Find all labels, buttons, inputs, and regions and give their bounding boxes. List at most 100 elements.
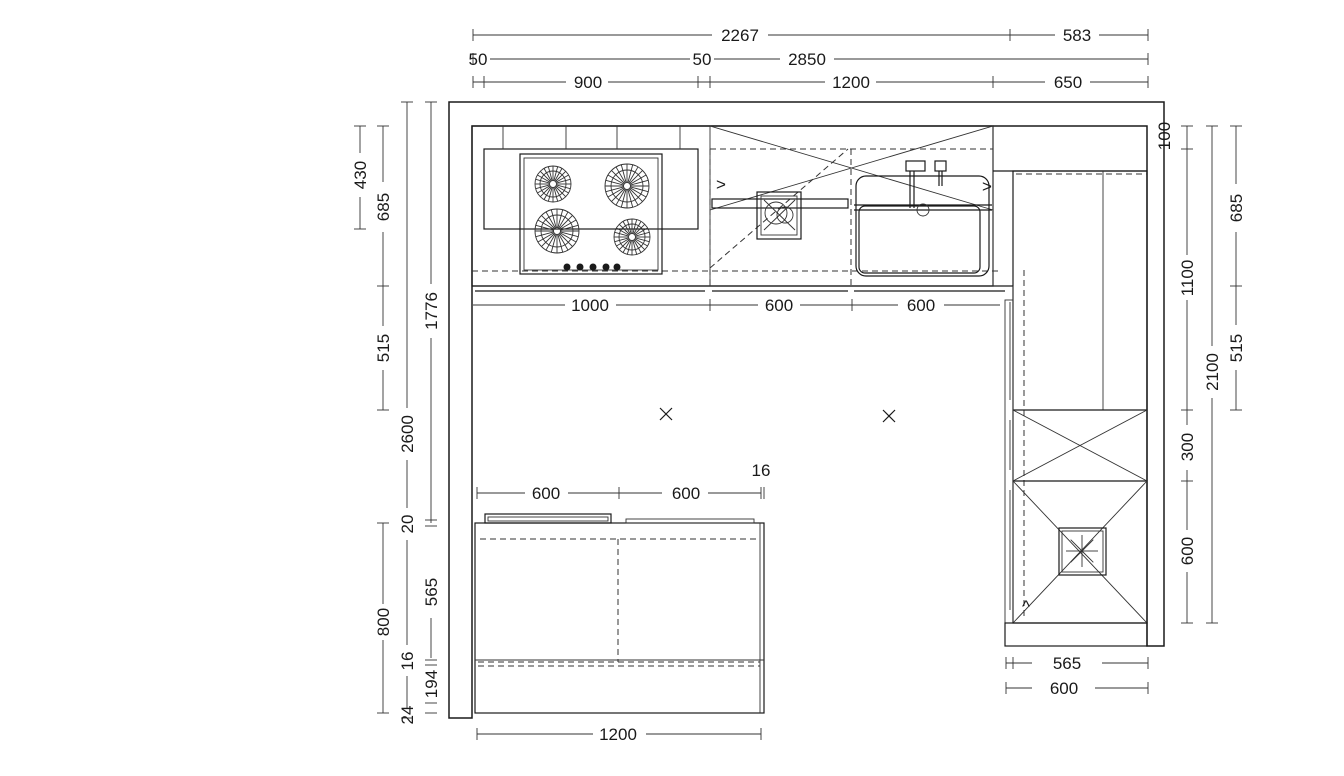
dim-mid-1000: 1000 <box>571 296 609 315</box>
dim-top-650: 650 <box>1054 73 1082 92</box>
burner-spoke <box>537 219 555 230</box>
burner-spoke <box>557 233 564 253</box>
burner-spoke <box>616 238 630 247</box>
burner-spoke <box>557 209 564 229</box>
burner-spoke <box>634 227 648 236</box>
burner-spoke <box>607 187 625 198</box>
dim-left-1776: 1776 <box>422 292 441 330</box>
dim-bottom-1200: 1200 <box>599 725 637 744</box>
dim-left-2600: 2600 <box>398 415 417 453</box>
burner-spoke <box>628 170 643 185</box>
gas-hob-icon <box>519 153 663 275</box>
burner-spoke <box>629 174 647 185</box>
dim-right-685: 685 <box>1227 194 1246 222</box>
burner-spoke <box>554 168 563 182</box>
burner-spoke <box>633 223 646 236</box>
burner-spoke <box>607 174 625 185</box>
burner-spoke <box>537 174 551 183</box>
burner-spoke <box>555 178 571 184</box>
burner-spoke <box>629 186 649 193</box>
burner-spoke <box>535 224 555 231</box>
dim-left-685: 685 <box>374 193 393 221</box>
burner-spoke <box>545 211 556 229</box>
burner-spoke <box>615 188 626 206</box>
burner-spoke <box>611 187 626 202</box>
burner-spoke <box>558 233 569 251</box>
burner-spoke <box>537 185 551 194</box>
dim-right-300: 300 <box>1178 433 1197 461</box>
burner-spoke <box>545 233 556 251</box>
burner-spoke <box>618 238 631 251</box>
burner-spoke <box>614 237 630 243</box>
burner-spoke <box>541 232 556 247</box>
dim-right-100: 100 <box>1155 122 1174 150</box>
ceiling-light-icon <box>659 407 896 423</box>
burner-spoke <box>539 185 552 198</box>
dim-top-50-left: 50 <box>469 50 488 69</box>
burner-spoke <box>627 188 634 208</box>
burner-spoke <box>554 185 567 198</box>
svg-text:>: > <box>982 177 992 196</box>
dim-top-2850: 2850 <box>788 50 826 69</box>
burner-spoke <box>535 178 551 184</box>
burner-spoke <box>554 186 563 200</box>
dim-bottom-565: 565 <box>1053 654 1081 673</box>
burner-spoke <box>535 184 551 190</box>
sink-icon: > <box>854 160 992 277</box>
burner-spoke <box>559 219 577 230</box>
burner-spoke <box>629 187 647 198</box>
burner-spoke <box>626 219 632 235</box>
svg-text:>: > <box>716 175 726 194</box>
burner-spoke <box>633 221 642 235</box>
dim-right-600: 600 <box>1178 537 1197 565</box>
snowflake-arm <box>1070 550 1083 563</box>
dim-island-600a: 600 <box>532 484 560 503</box>
burner-spoke <box>550 209 557 229</box>
dim-left-800: 800 <box>374 608 393 636</box>
burner-spoke <box>629 179 649 186</box>
dim-mid-600b: 600 <box>907 296 935 315</box>
dim-left-194: 194 <box>422 670 441 698</box>
burner-spoke <box>559 232 577 243</box>
burner-spoke <box>634 237 650 243</box>
dim-right-1100: 1100 <box>1178 260 1197 297</box>
snowflake-arm <box>1070 539 1083 552</box>
dim-bottom-600: 600 <box>1050 679 1078 698</box>
burner-spoke <box>554 170 567 183</box>
burner-spoke <box>618 223 631 236</box>
burner-spoke <box>615 166 626 184</box>
burner-spoke <box>553 186 559 202</box>
dim-top-50-mid: 50 <box>693 50 712 69</box>
burner-spoke <box>558 211 569 229</box>
walls <box>448 101 1165 719</box>
dimension-labels: 2267 583 50 50 2850 900 1200 650 1000 60… <box>351 26 1246 744</box>
dishwasher-icon: > <box>711 175 849 240</box>
dim-mid-600a: 600 <box>765 296 793 315</box>
burner-spoke <box>628 187 643 202</box>
burner-spoke <box>620 164 627 184</box>
burner-spoke <box>611 170 626 185</box>
burner-spoke <box>547 166 553 182</box>
dim-top-583: 583 <box>1063 26 1091 45</box>
dim-left-24: 24 <box>398 706 417 725</box>
burner-spoke <box>555 185 569 194</box>
outer-wall <box>448 101 1165 719</box>
burner-spoke <box>620 188 627 208</box>
snowflake-arm <box>1081 539 1094 552</box>
burner-spoke <box>535 231 555 238</box>
dim-top-2267: 2267 <box>721 26 759 45</box>
burner-spoke <box>558 215 573 230</box>
burner-spoke <box>555 184 571 190</box>
burner-spoke <box>628 188 639 206</box>
burner-spoke <box>555 174 569 183</box>
burner-spoke <box>537 232 555 243</box>
burner-spoke <box>541 215 556 230</box>
burner-spoke <box>559 224 579 231</box>
burner-spoke <box>628 166 639 184</box>
dim-island-16: 16 <box>752 461 771 480</box>
burner-spoke <box>547 186 553 202</box>
burner-spoke <box>553 166 559 182</box>
svg-text:^: ^ <box>1022 597 1030 616</box>
burner-spoke <box>627 164 634 184</box>
